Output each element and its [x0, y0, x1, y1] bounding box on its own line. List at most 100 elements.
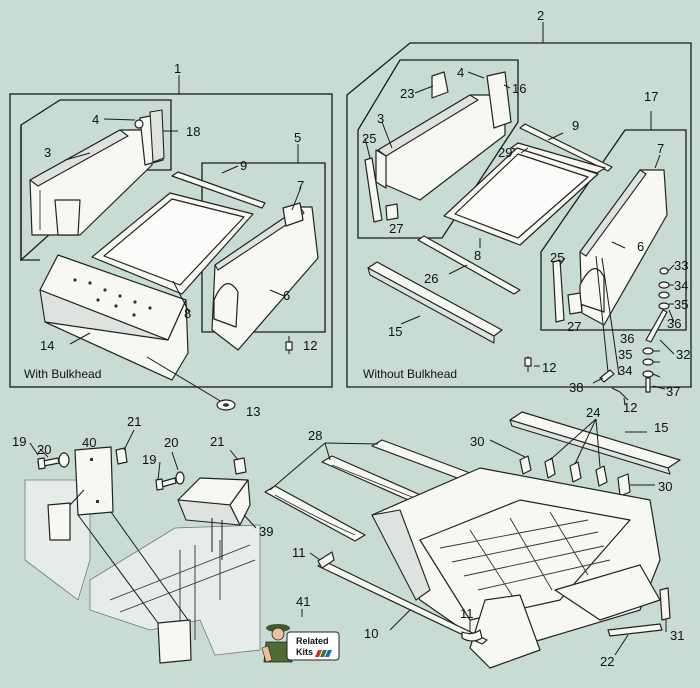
callout-41: 41: [296, 594, 310, 609]
related-kits-badge[interactable]: 41 Related Kits: [261, 594, 340, 663]
part-3-right: [375, 94, 506, 201]
callout-8: 8: [184, 306, 191, 321]
part-39-bracket: [177, 477, 251, 526]
guide-line-a: [601, 257, 620, 376]
part-27-b: [567, 292, 583, 315]
callout-36-lower: 36: [620, 331, 634, 346]
callout-12-lower: 12: [623, 400, 637, 415]
frame-17: [540, 129, 687, 331]
callout-21-right: 21: [210, 434, 224, 449]
callout-12: 12: [303, 338, 317, 353]
with-bulkhead-frame: [9, 93, 333, 388]
callout-32: 32: [676, 347, 690, 362]
callout-28: 28: [308, 428, 322, 443]
callout-6: 6: [283, 288, 290, 303]
callout-14: 14: [40, 338, 54, 353]
callout-6-right: 6: [637, 239, 644, 254]
related-kits-label: Related: [296, 636, 329, 646]
callout-25-right: 25: [550, 250, 564, 265]
part-12-mid: [524, 356, 532, 372]
part-26: [417, 235, 521, 295]
callout-3-right: 3: [377, 111, 384, 126]
callout-9: 9: [240, 158, 247, 173]
callout-19-right: 19: [142, 452, 156, 467]
part-12-left: [285, 336, 293, 354]
part-9-left: [171, 171, 266, 209]
callout-33: 33: [674, 258, 688, 273]
callout-17: 17: [644, 89, 658, 104]
related-kits-box[interactable]: [286, 631, 340, 661]
callout-25: 25: [362, 131, 376, 146]
callout-40: 40: [82, 435, 96, 450]
callout-21: 21: [127, 414, 141, 429]
callout-27: 27: [389, 221, 403, 236]
leaders-right: [364, 22, 675, 406]
part-27-a: [385, 203, 399, 221]
callout-23: 23: [400, 86, 414, 101]
callout-5: 5: [294, 130, 301, 145]
caption-with-bulkhead: With Bulkhead: [24, 367, 101, 381]
callout-35: 35: [674, 297, 688, 312]
without-bulkhead-frame: [346, 42, 692, 388]
part-30-right: [617, 473, 631, 497]
part-38: [599, 369, 615, 383]
part-6-7-left: [211, 202, 319, 351]
callout-16: 16: [512, 81, 526, 96]
caption-without-bulkhead: Without Bulkhead: [363, 367, 457, 381]
callout-36: 36: [667, 316, 681, 331]
group-without-bulkhead: 2 23 4 16 3 25 27 9 29 17 7 6 8 26 15 25…: [346, 8, 692, 415]
callout-39: 39: [259, 524, 273, 539]
callout-10: 10: [364, 626, 378, 641]
group-with-bulkhead: 1 3 4 18 9 5 7 6 8 12 14 13 With Bulkhea…: [9, 61, 333, 419]
stripes-icon: [315, 650, 332, 657]
callout-7: 7: [297, 178, 304, 193]
frame-3-4-18: [20, 99, 172, 262]
callout-31: 31: [670, 628, 684, 643]
part-13-washer: [216, 399, 236, 411]
part-28-crossmembers: [264, 439, 479, 542]
callout-13: 13: [246, 404, 260, 419]
mechanic-icon: [261, 624, 293, 663]
callout-38: 38: [569, 380, 583, 395]
callout-20-right: 20: [164, 435, 178, 450]
bolt-19-right: [155, 477, 177, 491]
part-25-a: [364, 157, 383, 223]
callout-37: 37: [666, 384, 680, 399]
part-21-left: [115, 447, 128, 465]
part-25-b: [552, 259, 565, 323]
callout-30: 30: [470, 434, 484, 449]
part-12-wire: [611, 387, 629, 401]
callout-15-floor: 15: [654, 420, 668, 435]
callout-11: 11: [292, 545, 306, 560]
part-3-left: [29, 129, 153, 236]
callout-4-right: 4: [457, 65, 464, 80]
part-40-plate: [74, 446, 114, 516]
callout-8-right: 8: [474, 248, 481, 263]
fastener-stack: [642, 267, 670, 393]
part-23: [431, 71, 449, 99]
part-24-brackets: [519, 455, 608, 487]
callout-4: 4: [92, 112, 99, 127]
callout-19: 19: [12, 434, 26, 449]
callout-34-lower: 34: [618, 363, 632, 378]
callout-11-right: 11: [460, 606, 474, 621]
floor-tub: [371, 467, 661, 669]
leaders-left: [64, 75, 302, 406]
frame-5: [201, 162, 326, 333]
part-21-right: [233, 457, 247, 475]
callout-20: 20: [37, 442, 51, 457]
group-fastener-detail: 20 19 40 21 20 19 21 39: [12, 414, 273, 664]
bolt-19-left: [37, 457, 60, 470]
callout-22: 22: [600, 654, 614, 669]
kits-label: Kits: [296, 647, 313, 657]
callout-3: 3: [44, 145, 51, 160]
callout-26: 26: [424, 271, 438, 286]
callout-34: 34: [674, 278, 688, 293]
part-9-right: [519, 123, 613, 172]
part-18-left: [134, 109, 165, 166]
washer-20-left: [58, 452, 70, 468]
callout-30-right: 30: [658, 479, 672, 494]
frame-3-4-16: [357, 59, 519, 239]
guide-line-b: [595, 255, 609, 373]
